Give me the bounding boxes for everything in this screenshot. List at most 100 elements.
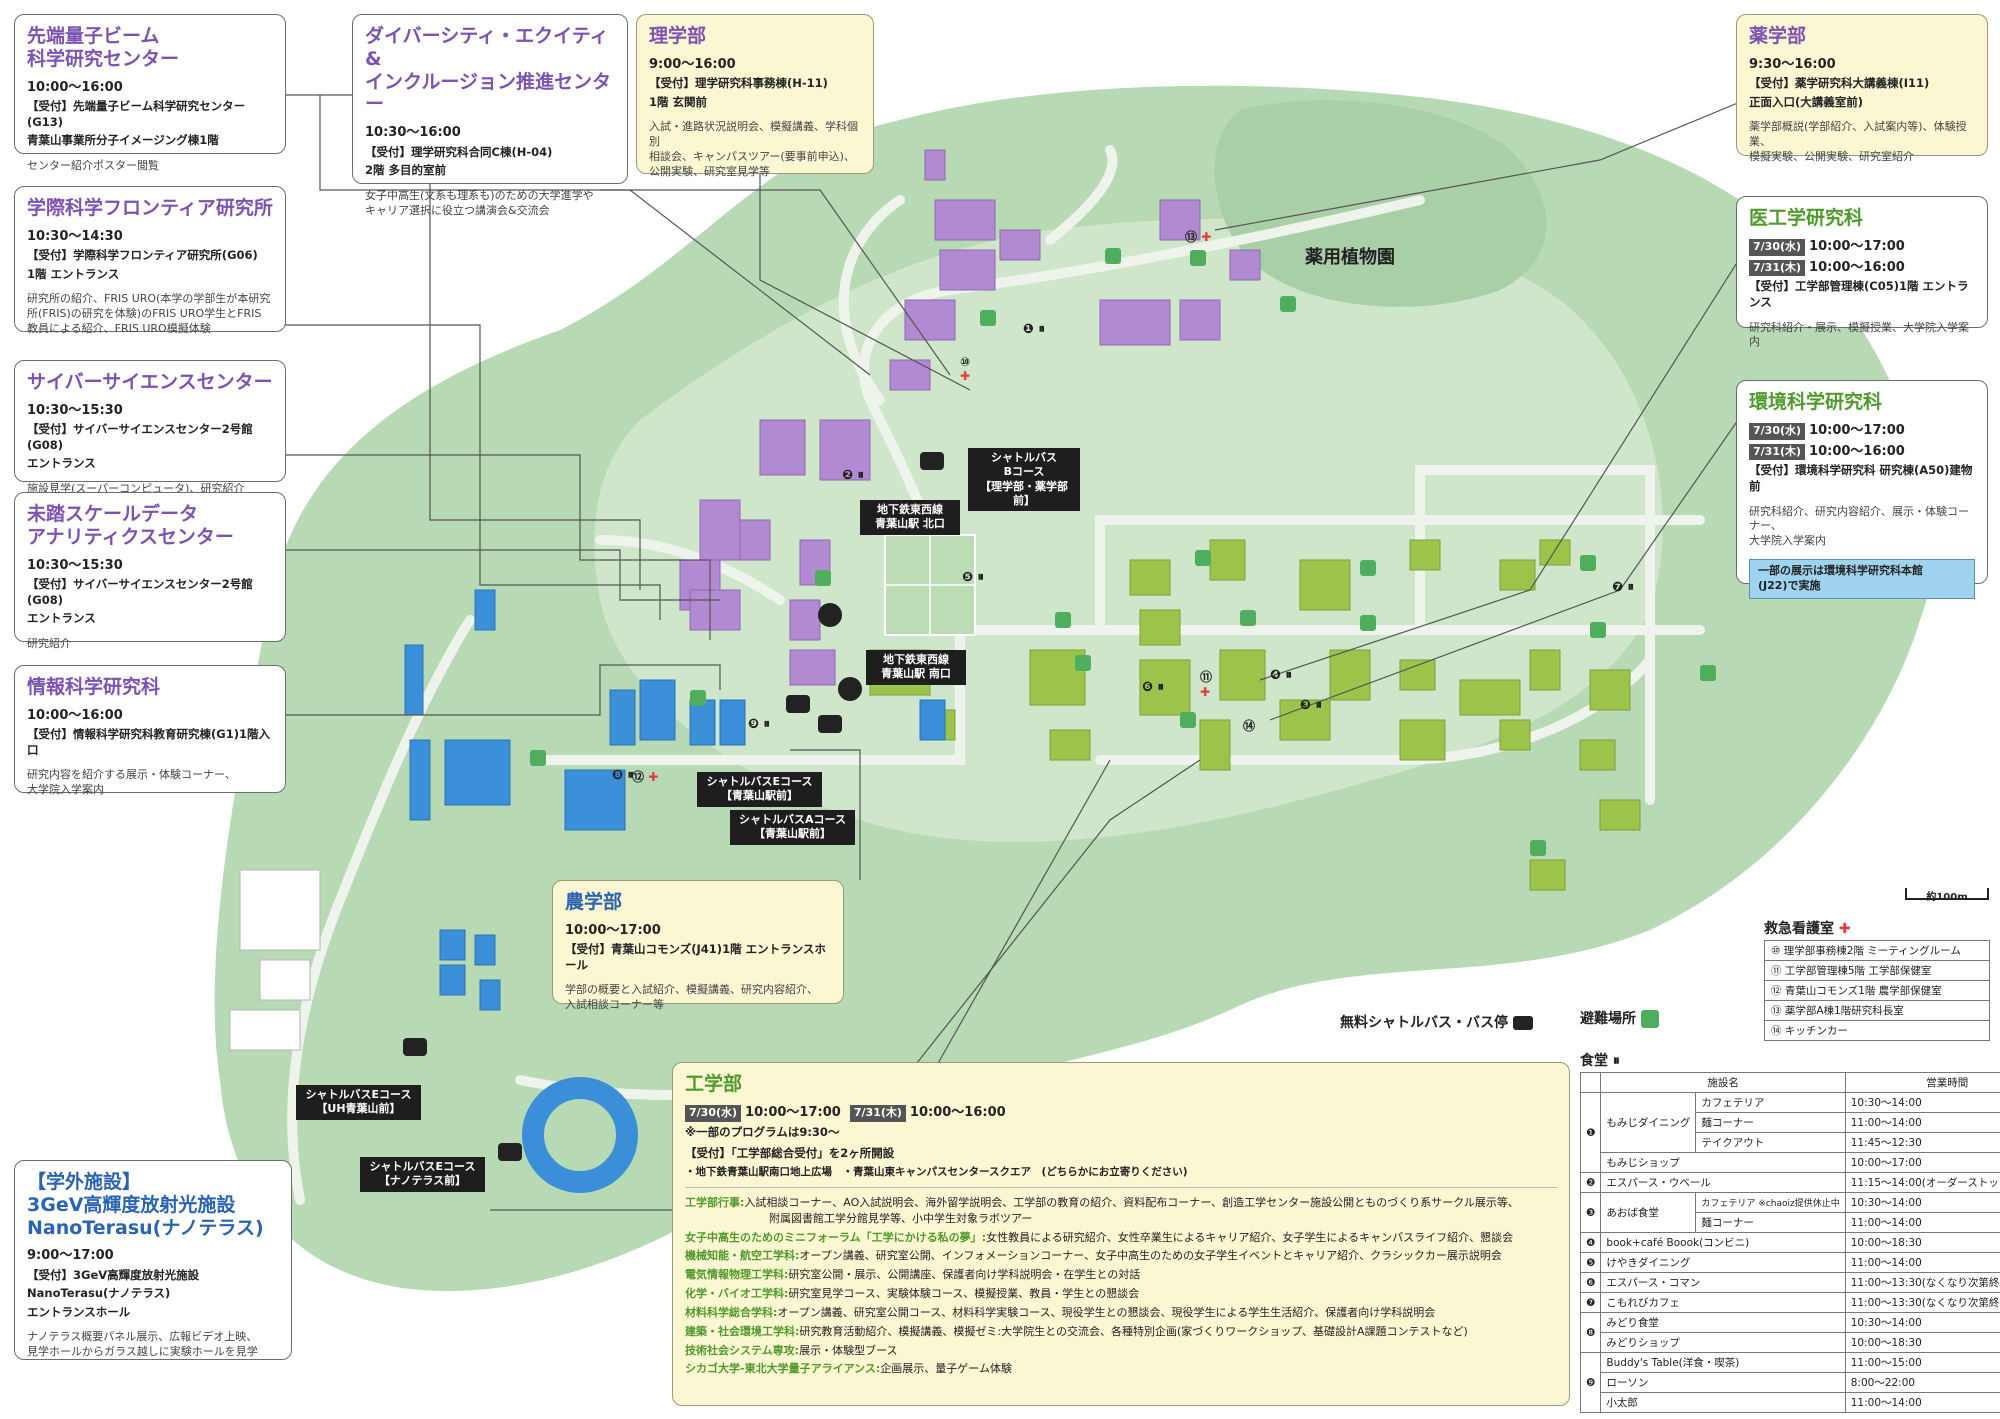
box-hours: 9:30〜16:00 [1749,56,1836,72]
box-reception-places: ・地下鉄青葉山駅南口地上広場 ・青葉山東キャンパスセンタースクエア (どちらかに… [685,1165,1188,1178]
subway-icon[interactable] [838,677,862,701]
eng-line: 機械知能・航空工学科:オープン講義、研究室公開、インフォメーションコーナー、女子… [685,1249,1557,1264]
info-diversity-center[interactable]: ダイバーシティ・エクイティ& インクルージョン推進センター 10:30〜16:0… [352,14,628,217]
first-aid-marker-12[interactable]: ⑫ ✚ [632,770,659,784]
shelter-icon [1075,655,1091,671]
bus-icon [1512,1016,1533,1030]
eng-line-text: 研究室見学コース、実験体験コース、模擬授業、教員・学生との懇談会 [788,1287,1140,1301]
canteen-header-row: 施設名 営業時間 [1579,1072,2000,1093]
kitchen-car-marker-14[interactable]: ⑭ [1243,719,1256,733]
marker-canteen-5[interactable]: ❺ ⏸ [962,570,985,585]
first-aid-marker-10[interactable]: ⑩✚ [960,355,971,383]
box-title: 3GeV高輝度放射光施設 [27,1193,236,1216]
box-reception: 【受付】理学研究科事務棟(H-11) [649,76,828,91]
info-biomedical-engineering[interactable]: 医工学研究科 7/30(水)10:00〜17:00 7/31(木)10:00〜1… [1736,196,1988,348]
info-frontier-institute[interactable]: 学際科学フロンティア研究所 10:30〜14:30 【受付】学際科学フロンティア… [14,186,286,335]
info-cyber-center[interactable]: サイバーサイエンスセンター 10:30〜15:30 【受付】サイバーサイエンスセ… [14,360,286,495]
info-faculty-science[interactable]: 理学部 9:00〜16:00 【受付】理学研究科事務棟(H-11) 1階 玄関前… [636,14,874,178]
canteen-num: ❹ [1579,1232,1602,1253]
eng-line-text: 女性教員による研究紹介、女性卒業生によるキャリア紹介、女子学生によるキャンパスラ… [986,1230,1514,1244]
canteen-name: エスパース・ウベール [1600,1172,1846,1193]
box-desc: 研究所の紹介、FRIS URO(本学の学部生が本研究 所(FRIS)の研究を体験… [27,292,273,337]
info-faculty-pharmacy[interactable]: 薬学部 9:30〜16:00 【受付】薬学研究科大講義棟(I11) 正面入口(大… [1736,14,1988,163]
eng-line-text: オープン講義、研究室公開、インフォメーションコーナー、女子中高生のための女子学生… [799,1249,1502,1263]
marker-canteen-1[interactable]: ❶ ⏸ [1023,322,1046,337]
box-title: インクルージョン推進センター [365,70,612,116]
first-aid-num: ⑫ [1771,985,1782,997]
shelter-icon [815,570,831,586]
bus-stop-e-nano-label[interactable]: シャトルバスEコース 【ナノテラス前】 [360,1157,485,1192]
legend-label: 無料シャトルバス・バス停 [1340,1015,1508,1031]
legend-shelter: 避難場所 [1580,1008,1659,1028]
canteen-num: ❺ [1579,1252,1602,1273]
box-hours: 10:30〜15:30 [27,557,123,573]
callout-line: 【理学部・薬学部前】 [980,479,1068,507]
date-time: 10:00〜17:00 [745,1104,841,1120]
marker-canteen-2[interactable]: ❷ ⏸ [842,468,865,483]
info-nanoterasu[interactable]: 【学外施設】 3GeV高輝度放射光施設 NanoTerasu(ナノテラス) 9:… [14,1160,292,1360]
date-time: 10:00〜17:00 [1809,238,1905,254]
info-information-sciences[interactable]: 情報科学研究科 10:00〜16:00 【受付】情報科学研究科教育研究棟(G1)… [14,665,286,796]
nanoterasu-ring [522,1077,638,1193]
bus-stop-e-uh-label[interactable]: シャトルバスEコース 【UH青葉山前】 [296,1085,421,1120]
info-environmental-studies[interactable]: 環境科学研究科 7/30(水)10:00〜17:00 7/31(木)10:00〜… [1736,380,1988,599]
box-desc: 施設見学(スーパーコンピュータ)、研究紹介 [27,481,245,495]
subway-icon[interactable] [818,603,842,627]
bus-stop-e-aoba-label[interactable]: シャトルバスEコース 【青葉山駅前】 [697,772,822,807]
station-south-label[interactable]: 地下鉄東西線 青葉山駅 南口 [866,650,966,685]
bus-stop-icon[interactable] [920,452,944,470]
marker-canteen-6[interactable]: ❻ ⏸ [1142,680,1165,695]
canteen-hours: 11:00〜14:00 [1844,1212,2000,1233]
station-north-label[interactable]: 地下鉄東西線 青葉山駅 北口 [860,500,960,535]
info-faculty-engineering[interactable]: 工学部 7/30(水)10:00〜17:00 7/31(木)10:00〜16:0… [672,1062,1570,1406]
first-aid-marker-13[interactable]: ⑬ ✚ [1185,230,1212,244]
bus-stop-icon[interactable] [818,715,842,733]
info-data-analytics-center[interactable]: 未踏スケールデータ アナリティクスセンター 10:30〜15:30 【受付】サイ… [14,492,286,650]
box-title: サイバーサイエンスセンター [27,371,273,393]
box-reception: 【受付】サイバーサイエンスセンター2号館(G08) [27,422,253,452]
eng-line: 附属図書館工学分館見学等、小中学生対象ラボツアー [685,1212,1557,1227]
callout-line: シャトルバスEコース [706,775,813,788]
bus-stop-icon[interactable] [786,695,810,713]
info-quantum-beam[interactable]: 先端量子ビーム 科学研究センター 10:00〜16:00 【受付】先端量子ビーム… [14,14,286,172]
marker-canteen-3[interactable]: ❸ ⏸ [1300,698,1323,713]
marker-canteen-4[interactable]: ❹ ⏸ [1270,668,1293,683]
marker-canteen-9[interactable]: ❾ ⏸ [748,717,771,732]
box-reception: 【受付】学際科学フロンティア研究所(G06) [27,248,258,263]
bus-stop-a-aoba-label[interactable]: シャトルバスAコース 【青葉山駅前】 [730,810,855,845]
desc-line: 教員による紹介、FRIS URO模擬体験 [27,322,211,336]
canteen-hours: 11:00〜14:00 [1844,1392,2000,1413]
first-aid-marker-11[interactable]: ⑪✚ [1200,670,1213,699]
box-reception: 【受付】情報科学研究科教育研究棟(G1)1階入口 [27,727,270,757]
date-time: 10:00〜17:00 [1809,422,1905,438]
box-hours: 7/30(水)10:00〜17:00 [1749,238,1975,256]
first-aid-text: 工学部管理棟5階 工学部保健室 [1784,965,1932,977]
bus-stop-b-label[interactable]: シャトルバス Bコース 【理学部・薬学部前】 [968,448,1080,512]
info-faculty-agriculture[interactable]: 農学部 10:00〜17:00 【受付】青葉山コモンズ(J41)1階 エントラン… [552,880,844,1011]
box-desc: 研究科紹介・展示、模擬授業、大学院入学案内 [1749,320,1969,349]
canteen-name: book+café Boook(コンビニ) [1600,1232,1846,1253]
shelter-icon [530,750,546,766]
marker-canteen-8[interactable]: ❽ ⏸ [612,768,635,783]
marker-canteen-7[interactable]: ❼ ⏸ [1612,580,1635,595]
bus-stop-icon[interactable] [498,1143,522,1161]
first-aid-text: 理学部事務棟2階 ミーティングルーム [1783,945,1961,957]
bus-stop-icon[interactable] [403,1038,427,1056]
box-hours: 10:00〜16:00 [27,707,123,723]
